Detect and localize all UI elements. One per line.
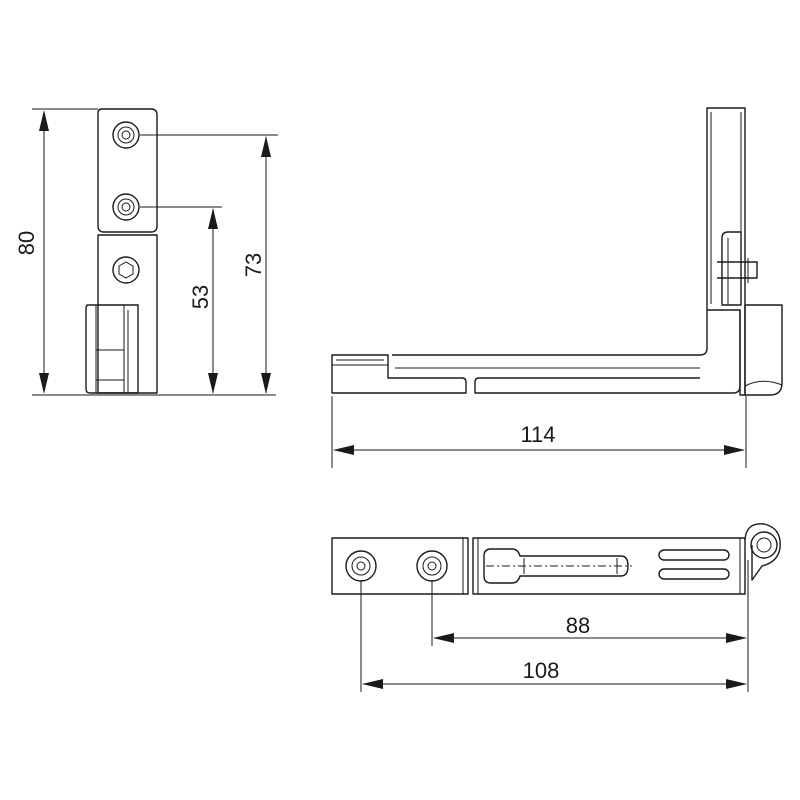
top-left-plate xyxy=(331,537,469,595)
side-lower-plate xyxy=(97,234,158,394)
side-screw-hole-1 xyxy=(112,121,140,149)
top-screw-hole-2 xyxy=(416,550,448,582)
front-pin xyxy=(717,261,758,279)
top-right-body xyxy=(472,537,746,595)
top-view: 88 108 xyxy=(331,523,781,692)
top-adjust-slot xyxy=(483,548,629,584)
side-view: 80 53 73 xyxy=(14,108,278,396)
side-hinge-knuckle xyxy=(85,304,139,394)
front-knuckle xyxy=(744,304,783,396)
top-screw-hole-1 xyxy=(345,550,377,582)
top-vent-slot-2 xyxy=(658,568,730,580)
top-pivot-knuckle xyxy=(744,523,781,581)
front-view: 114 xyxy=(331,107,783,468)
side-screw-hole-2 xyxy=(112,193,140,221)
dim-53-label: 53 xyxy=(188,285,213,309)
dim-80-label: 80 xyxy=(14,231,39,255)
side-upper-plate xyxy=(97,108,158,233)
top-vent-slot-1 xyxy=(658,549,730,561)
dim-114-label: 114 xyxy=(520,422,555,447)
side-hex-socket xyxy=(112,256,140,284)
dim-73-label: 73 xyxy=(241,253,266,277)
dim-88-label: 88 xyxy=(566,613,590,638)
front-horizontal-arm xyxy=(331,354,467,394)
dim-108-label: 108 xyxy=(523,658,560,683)
